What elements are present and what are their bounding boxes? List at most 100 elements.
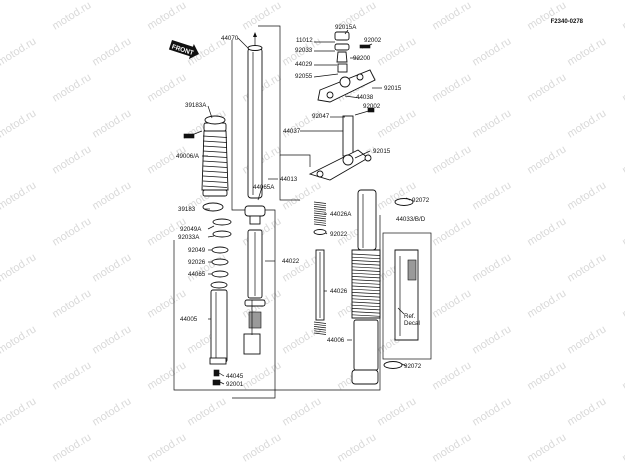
watermark-text: motod.ru: [470, 179, 513, 212]
part-label-92055: 92055: [295, 73, 313, 80]
watermark-text: motod.ru: [430, 431, 473, 464]
watermark-text: motod.ru: [375, 35, 418, 68]
boot-rib: [351, 298, 381, 301]
watermark-text: motod.ru: [50, 287, 93, 320]
watermark-text: motod.ru: [240, 431, 283, 464]
spring-coil: [313, 217, 327, 220]
watermark-text: motod.ru: [430, 71, 473, 104]
watermark-text: motod.ru: [90, 179, 133, 212]
watermark-text: motod.ru: [525, 215, 568, 248]
part-label-92200: 92200: [353, 55, 371, 62]
part-label-92033a: 92033A: [178, 234, 200, 241]
watermark-text: motod.ru: [240, 0, 283, 33]
spring-coil: [313, 208, 327, 211]
part-label-39183a: 39183A: [185, 102, 207, 109]
part-label-44029: 44029: [295, 61, 313, 68]
part-label-92015: 92015: [384, 85, 402, 92]
part-label-92049a: 92049A: [180, 226, 202, 233]
decal-fork-guard: Ref. Decal: [394, 249, 420, 341]
part-label-92022: 92022: [330, 231, 348, 238]
boot-rib: [202, 160, 228, 163]
watermark-text: motod.ru: [525, 287, 568, 320]
boot-rib: [351, 279, 381, 282]
part-label-44070: 44070: [221, 35, 239, 42]
boot-rib: [351, 263, 381, 266]
watermark-text: motod.ru: [145, 71, 188, 104]
part-label-44038: 44038: [356, 94, 374, 101]
boot-rib: [202, 170, 228, 173]
watermark-text: motod.ru: [525, 0, 568, 33]
watermark-text: motod.ru: [0, 35, 38, 68]
boot-rib: [351, 304, 381, 308]
boot-rib: [202, 145, 228, 148]
part-label-44006: 44006: [327, 337, 345, 344]
watermark-text: motod.ru: [470, 323, 513, 356]
part-label-92002: 92002: [364, 37, 382, 44]
watermark-text: motod.ru: [525, 143, 568, 176]
part-label-44033-b-d: 44033/B/D: [396, 216, 426, 223]
spring-coil: [313, 326, 327, 329]
spring-coil: [313, 214, 327, 218]
part-label-92002: 92002: [363, 103, 381, 110]
spring-coil: [313, 206, 327, 209]
watermark-text: motod.ru: [50, 0, 93, 33]
boot-rib: [202, 140, 228, 143]
damper-rod: [243, 215, 262, 355]
boot-rib: [351, 314, 381, 317]
boot-rib: [351, 253, 381, 256]
boot-rib: [202, 180, 228, 183]
spring-coil: [313, 330, 327, 333]
part-label-44013: 44013: [280, 176, 298, 183]
boot-rib: [351, 260, 381, 263]
watermark-text: motod.ru: [0, 107, 38, 140]
watermark-text: motod.ru: [620, 215, 625, 248]
spring-coil: [313, 323, 327, 327]
spring-coil: [313, 221, 327, 224]
watermark-text: motod.ru: [430, 215, 473, 248]
boot-rib: [202, 175, 228, 178]
watermark-text: motod.ru: [430, 287, 473, 320]
watermark-text: motod.ru: [50, 359, 93, 392]
watermark-text: motod.ru: [620, 287, 625, 320]
watermark-text: motod.ru: [50, 71, 93, 104]
boot-rib: [351, 288, 381, 292]
watermark-text: motod.ru: [620, 0, 625, 33]
watermark-text: motod.ru: [50, 143, 93, 176]
boot-rib: [351, 266, 381, 269]
watermark-text: motod.ru: [430, 143, 473, 176]
watermark-text: motod.ru: [375, 179, 418, 212]
fork-spring-lower: [313, 249, 327, 335]
outline-upper-box: [279, 155, 300, 201]
part-label-44065a: 44065A: [253, 184, 275, 191]
watermark-text: motod.ru: [145, 359, 188, 392]
part-label-92026: 92026: [188, 259, 206, 266]
small-parts-stack: [211, 218, 232, 278]
diagram-code: F2340-0278: [551, 19, 584, 25]
fork-tube-lower: [244, 205, 266, 307]
part-label-44026: 44026: [330, 288, 348, 295]
watermark-text: motod.ru: [0, 179, 38, 212]
part-label-92072: 92072: [404, 363, 422, 370]
watermark-text: motod.ru: [565, 323, 608, 356]
boot-rib: [351, 276, 381, 279]
spring-coil: [313, 219, 327, 222]
part-label-92001: 92001: [226, 381, 244, 388]
watermark-text: motod.ru: [185, 395, 228, 428]
steering-stem: [308, 107, 375, 181]
watermark-text: motod.ru: [90, 251, 133, 284]
watermark-text: motod.ru: [240, 359, 283, 392]
part-label-44037: 44037: [283, 128, 301, 135]
boot-rib: [202, 185, 228, 188]
boot-rib: [202, 150, 228, 153]
watermark-text: motod.ru: [145, 431, 188, 464]
boot-rib: [351, 269, 381, 272]
watermark-text: motod.ru: [430, 0, 473, 33]
watermark-text: motod.ru: [145, 0, 188, 33]
watermark-text: motod.ru: [335, 431, 378, 464]
watermark-text: motod.ru: [470, 395, 513, 428]
boot-rib: [351, 311, 381, 314]
watermark-text: motod.ru: [620, 71, 625, 104]
watermark-text: motod.ru: [50, 215, 93, 248]
watermark-text: motod.ru: [50, 431, 93, 464]
